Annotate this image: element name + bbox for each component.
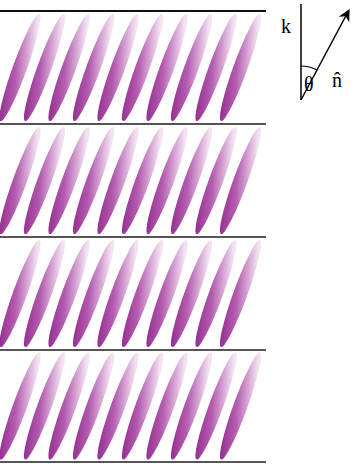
layer-planes — [0, 11, 266, 462]
layer-plane — [0, 461, 266, 463]
molecule — [214, 238, 266, 350]
layer-plane — [0, 236, 266, 238]
molecule — [214, 350, 266, 462]
layer-plane — [0, 10, 266, 12]
director-label: n̂ — [332, 70, 342, 90]
layer-plane — [0, 123, 266, 125]
layer-normal — [300, 4, 302, 100]
director-arrow — [301, 10, 349, 100]
molecule — [214, 125, 266, 237]
molecule-layer — [0, 12, 267, 462]
angle-arc — [301, 66, 317, 70]
angle-label: θ — [304, 74, 314, 94]
molecule — [214, 12, 266, 124]
layer-plane — [0, 349, 266, 351]
layer-normal-label: k — [281, 16, 291, 36]
